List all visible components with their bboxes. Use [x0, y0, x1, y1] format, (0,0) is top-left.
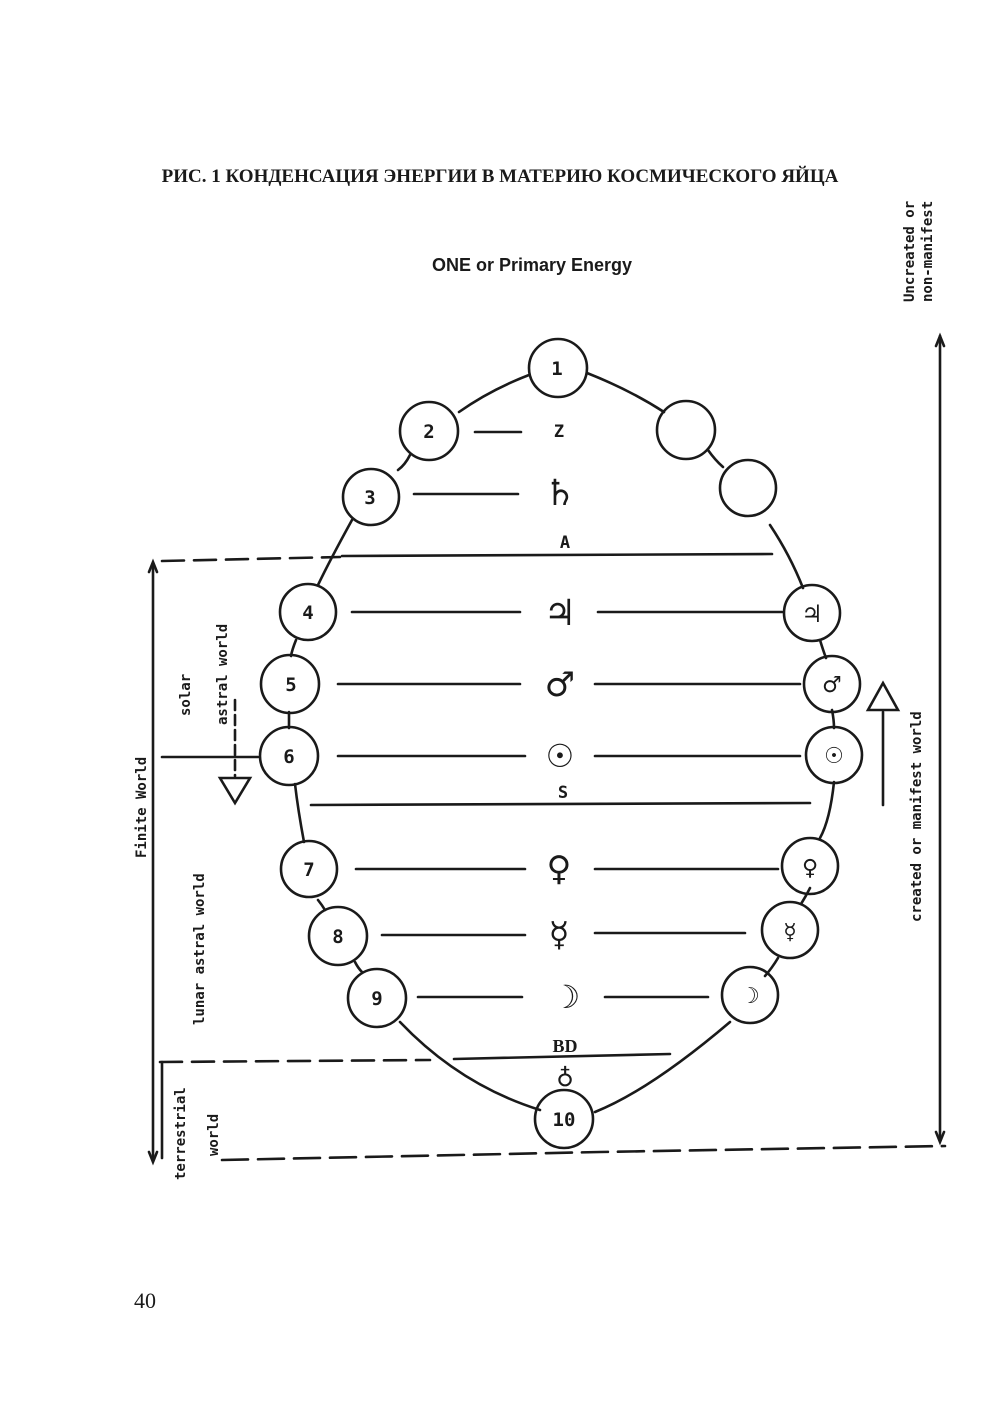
node-circle-6: [258, 725, 320, 787]
node-circle-right-9: [720, 965, 780, 1025]
right-mars-icon: ♂: [822, 673, 842, 698]
solar-down-arrow-head: [217, 776, 253, 806]
line-a-dashed: [160, 555, 342, 563]
line-s: [309, 801, 812, 807]
solar-label: solar: [178, 674, 194, 716]
right-moon-icon: ☽: [740, 984, 760, 1009]
node-circle-right-4: [782, 583, 842, 643]
created-world-label: created or manifest world: [909, 711, 925, 922]
node-label-4: 4: [302, 602, 313, 624]
label-s: S: [558, 783, 568, 803]
node-circle-10: [533, 1088, 595, 1150]
finite-world-label: Finite World: [134, 757, 150, 858]
line-a: [340, 552, 774, 558]
line-bd: [452, 1052, 672, 1061]
created-world-arrow-top: [934, 332, 946, 348]
node-label-2: 2: [423, 421, 434, 443]
label-bd: BD: [552, 1036, 577, 1056]
saturn-icon: ♄: [544, 473, 576, 514]
node-circle-right-1: [655, 399, 717, 461]
finite-world-arrow-top: [147, 558, 159, 574]
node-label-1: 1: [551, 358, 562, 380]
line-world-bottom: [220, 1144, 947, 1162]
mercury-icon: ☿: [549, 915, 570, 955]
terrestrial-label: terrestrial: [173, 1087, 189, 1180]
venus-icon: ♀: [547, 849, 572, 889]
node-circle-right-7: [780, 836, 840, 896]
node-circle-right-5: [802, 654, 862, 714]
node-circle-3: [341, 467, 401, 527]
node-circle-4: [278, 582, 338, 642]
astral-world-label: astral world: [215, 624, 231, 725]
primary-energy-label: ONE or Primary Energy: [432, 255, 632, 275]
label-a: A: [560, 533, 570, 553]
node-circle-right-2: [718, 458, 778, 518]
right-jupiter-icon: ♃: [801, 600, 823, 628]
created-world-arrow-bottom: [934, 1130, 946, 1146]
node-label-9: 9: [371, 988, 382, 1010]
node-circle-2: [398, 400, 460, 462]
page-number: 40: [134, 1288, 156, 1313]
node-label-7: 7: [303, 859, 314, 881]
sun-icon: ☉: [546, 737, 575, 775]
node-label-8: 8: [332, 926, 343, 948]
line-terrestrial-dashed: [158, 1058, 432, 1064]
right-mercury-icon: ☿: [783, 920, 797, 945]
node-circle-right-6: [804, 725, 864, 785]
node-label-3: 3: [364, 487, 375, 509]
node-label-5: 5: [285, 674, 296, 696]
node-label-10: 10: [553, 1109, 576, 1131]
right-sun-icon: ☉: [824, 744, 844, 769]
node-label-6: 6: [283, 746, 294, 768]
lunar-astral-label: lunar astral world: [192, 873, 208, 1025]
mars-icon: ♂: [545, 665, 575, 705]
moon-icon: ☽: [552, 978, 581, 1016]
earth-icon: ♁: [556, 1064, 574, 1092]
node-circle-8: [307, 905, 369, 967]
label-z: Z: [554, 422, 564, 442]
right-venus-icon: ♀: [802, 856, 818, 881]
created-up-arrow-head: [865, 680, 901, 712]
uncreated-label-1: Uncreated or: [902, 201, 918, 302]
node-circle-right-8: [760, 900, 820, 960]
node-circle-1: [527, 337, 589, 399]
node-circle-9: [346, 967, 408, 1029]
jupiter-icon: ♃: [544, 593, 576, 634]
node-circle-5: [259, 653, 321, 715]
figure-title: РИС. 1 КОНДЕНСАЦИЯ ЭНЕРГИИ В МАТЕРИЮ КОС…: [161, 166, 839, 187]
uncreated-label-2: non-manifest: [920, 201, 936, 302]
node-circle-7: [279, 839, 339, 899]
finite-world-arrow-bottom: [147, 1150, 159, 1166]
world-label: world: [206, 1114, 222, 1156]
